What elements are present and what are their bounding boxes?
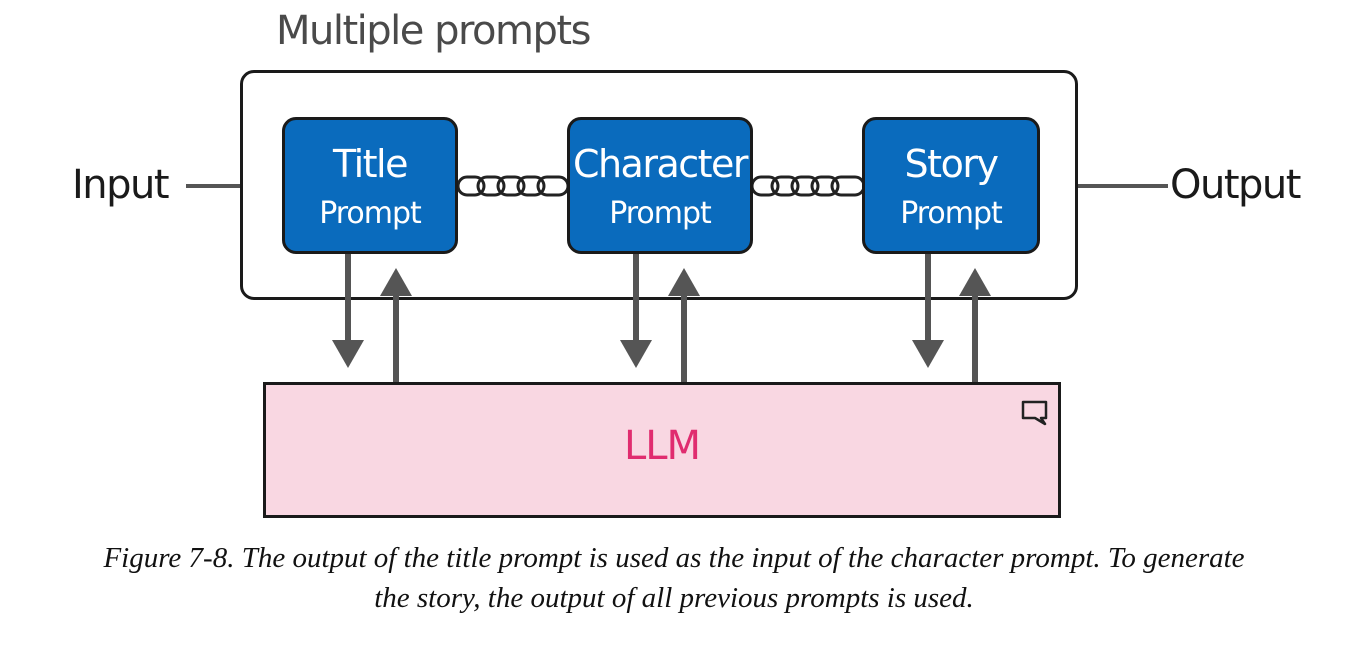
prompt-subtitle: Prompt [319,196,422,231]
chain-link-2-icon [750,175,866,197]
prompt-title: Character [572,142,749,186]
prompt-title: Story [904,142,999,186]
prompt-subtitle: Prompt [900,196,1003,231]
output-label: Output [1170,162,1301,208]
arrow-up-story-head [959,268,991,296]
arrow-down-story-head [912,340,944,368]
arrow-up-title-head [380,268,412,296]
chat-bubble-icon [1021,400,1048,426]
prompt-title: Title [333,142,408,186]
figure-caption: Figure 7-8. The output of the title prom… [0,538,1348,618]
chain-link-1-icon [456,175,570,197]
arrow-down-character-head [620,340,652,368]
character-prompt-box: Character Prompt [567,117,753,254]
input-label: Input [72,162,170,208]
llm-box: LLM [263,382,1061,518]
title-prompt-box: Title Prompt [282,117,458,254]
arrow-down-title-head [332,340,364,368]
llm-label: LLM [623,423,701,469]
caption-line-2: the story, the output of all previous pr… [374,582,974,614]
arrow-up-character-head [668,268,700,296]
group-title: Multiple prompts [276,8,591,54]
caption-line-1: Figure 7-8. The output of the title prom… [103,542,1245,574]
prompt-subtitle: Prompt [609,196,712,231]
diagram-connectors [186,175,1168,382]
story-prompt-box: Story Prompt [862,117,1040,254]
